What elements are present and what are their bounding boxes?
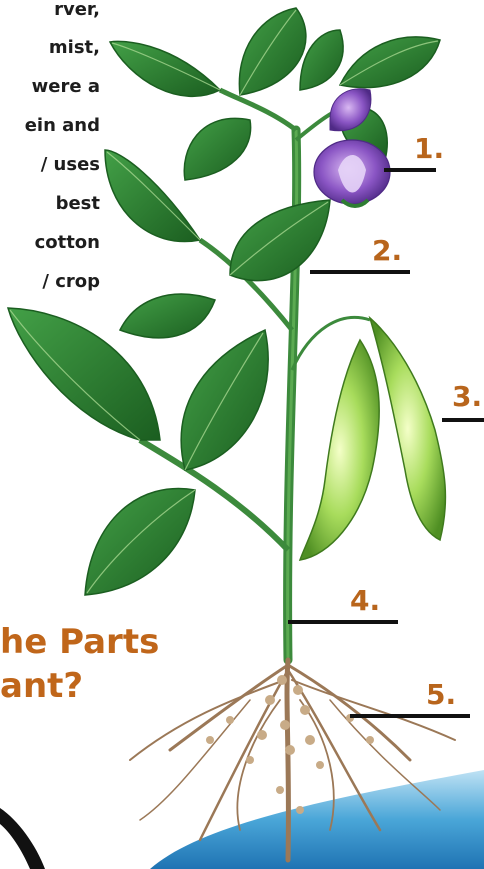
leaves-lower [8,308,268,595]
question-line-1: he Parts [0,622,159,662]
water-band [150,770,484,869]
label-5: 5. [426,678,456,711]
label-4: 4. [350,584,380,617]
label-1: 1. [414,132,444,165]
question-line-2: ant? [0,666,83,706]
bean-pods [300,318,445,560]
flower-open [314,140,390,206]
leaves-top [110,8,440,180]
label-2: 2. [372,234,402,267]
dark-arc [0,808,45,869]
label-3: 3. [452,380,482,413]
